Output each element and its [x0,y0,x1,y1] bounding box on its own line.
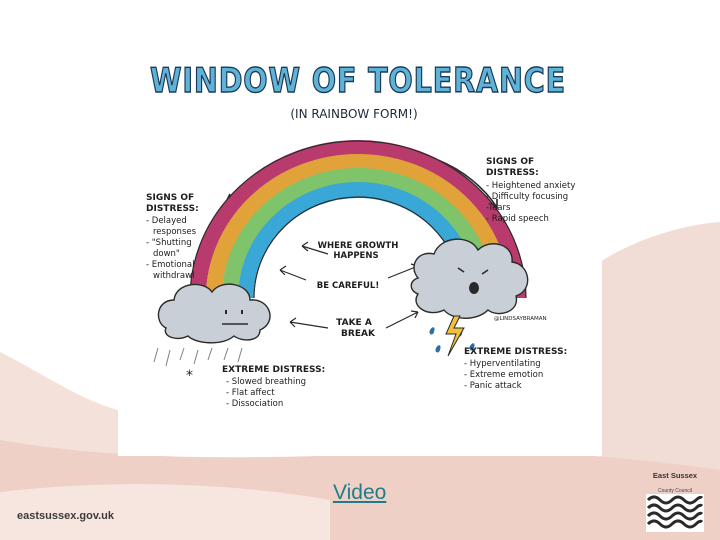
left-signs-item: responses [153,227,197,237]
left-signs-title-2: DISTRESS: [146,204,199,214]
left-signs-item: - "Shutting [146,238,192,248]
left-signs-item: - Delayed [146,216,187,226]
left-signs-title-1: SIGNS OF [146,193,194,203]
right-extreme-block: EXTREME DISTRESS: - Hyperventilating - E… [464,347,567,391]
window-of-tolerance-diagram: WINDOW OF TOLERANCE (IN RAINBOW FORM!) O… [118,30,602,456]
right-extreme-item: - Hyperventilating [464,359,541,369]
right-cloud [411,239,527,356]
snowflake-icon: * [186,368,193,384]
where-growth-label: WHERE GROWTH [318,241,399,251]
diagram-subtitle: (IN RAINBOW FORM!) [290,107,417,121]
right-signs-item: - Difficulty focusing [486,192,568,202]
break-label: BREAK [341,329,376,339]
logo-name: East Sussex [636,472,714,480]
left-extreme-item: - Dissociation [226,399,283,409]
take-a-label: TAKE A [336,318,372,328]
right-signs-item: - Heightened anxiety [486,181,575,191]
left-extreme-title: EXTREME DISTRESS: [222,365,325,375]
break-arrow-right [386,311,418,328]
council-crest-icon [646,494,704,532]
right-signs-item: - Rapid speech [486,214,549,224]
left-extreme-item: - Slowed breathing [226,377,306,387]
diagram-title: WINDOW OF TOLERANCE [150,61,566,101]
left-signs-item: - Emotional [146,260,194,270]
council-logo: East Sussex County Council [636,472,714,534]
be-careful-label: BE CAREFUL! [317,281,379,291]
window-of-tolerance-image: WINDOW OF TOLERANCE (IN RAINBOW FORM!) O… [118,30,602,456]
left-extreme-block: EXTREME DISTRESS: - Slowed breathing - F… [222,365,325,409]
video-link[interactable]: Video [333,481,386,505]
right-signs-title-2: DISTRESS: [486,168,539,178]
happens-label: HAPPENS [333,251,378,261]
right-extreme-item: - Panic attack [464,381,522,391]
left-signs-item: withdrawl [153,271,194,281]
left-signs-item: down" [153,249,180,259]
left-extreme-item: - Flat affect [226,388,275,398]
credit-label: @LINDSAYBRAMAN [494,316,547,322]
break-arrow-left [290,318,328,328]
right-signs-item: -Tears [486,203,511,213]
right-signs-block: SIGNS OF DISTRESS: - Heightened anxiety … [486,157,575,224]
right-signs-title-1: SIGNS OF [486,157,534,167]
left-signs-block: SIGNS OF DISTRESS: - Delayed responses -… [146,193,199,281]
careful-arrow-left [280,266,306,280]
footer-website: eastsussex.gov.uk [17,510,114,522]
right-extreme-title: EXTREME DISTRESS: [464,347,567,357]
lightning-bolt-icon [446,316,464,356]
right-extreme-item: - Extreme emotion [464,370,543,380]
